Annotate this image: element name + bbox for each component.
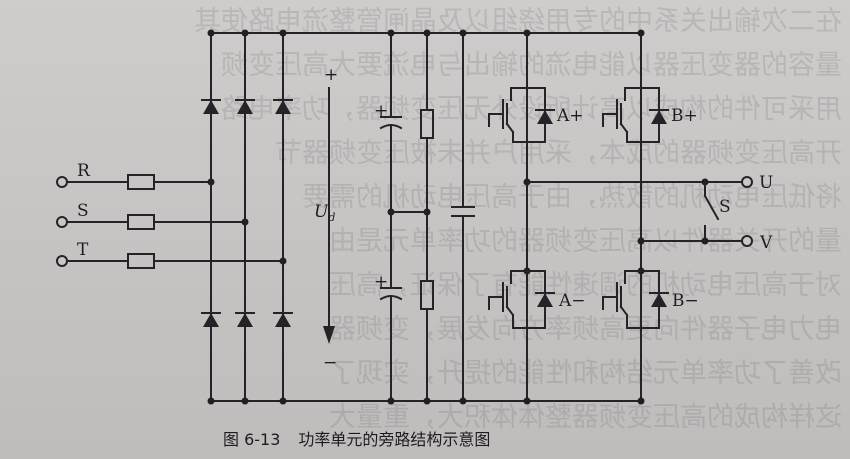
rectifier-diode (235, 99, 255, 114)
input-terminal-s (56, 214, 246, 230)
rectifier-diode (201, 99, 221, 114)
igbt-a-minus (488, 270, 555, 329)
input-terminal-t (56, 253, 284, 269)
ud-label: Ud (314, 202, 335, 224)
igbt-b-minus (602, 270, 669, 329)
rectifier-diode (273, 99, 293, 114)
rectifier-bridge (201, 29, 293, 405)
ud-main: U (314, 202, 329, 222)
ud-subscript: d (328, 211, 335, 224)
output-and-bypass (526, 176, 753, 247)
label-t: T (77, 240, 89, 260)
label-a-plus: A+ (556, 106, 584, 126)
dc-voltage-arrow (323, 87, 335, 344)
igbt-a-plus (488, 87, 555, 143)
label-b-minus: B− (672, 291, 699, 311)
label-s: S (77, 201, 89, 221)
inverter-leg-a (488, 29, 555, 405)
ud-minus-sign: − (323, 353, 337, 373)
inverter-leg-b (602, 29, 669, 405)
rectifier-diode (235, 312, 255, 327)
rectifier-diode (273, 312, 293, 327)
cap-plus-top: + (374, 101, 388, 121)
rectifier-diode (201, 312, 221, 327)
figure-title: 功率单元的旁路结构示意图 (298, 430, 491, 449)
figure-number: 图 6-13 (223, 430, 281, 449)
ud-plus-sign: + (324, 65, 338, 85)
dc-link-capacitor (451, 29, 475, 405)
label-out-u: U (759, 173, 773, 193)
igbt-b-plus (602, 87, 669, 143)
label-out-v: V (759, 233, 773, 253)
label-a-minus: A− (558, 291, 586, 311)
output-terminal-v (741, 235, 753, 247)
output-terminal-u (741, 176, 753, 188)
label-r: R (77, 161, 91, 181)
label-switch-s: S (719, 197, 731, 217)
input-terminal-r (56, 174, 212, 190)
label-b-plus: B+ (671, 106, 698, 126)
bypass-switch (703, 181, 720, 242)
cap-plus-bottom: + (374, 272, 388, 292)
balancing-resistor-stack (390, 29, 434, 405)
figure-caption: 图 6-13 功率单元的旁路结构示意图 (223, 426, 723, 450)
filter-capacitor-stack (379, 29, 403, 405)
